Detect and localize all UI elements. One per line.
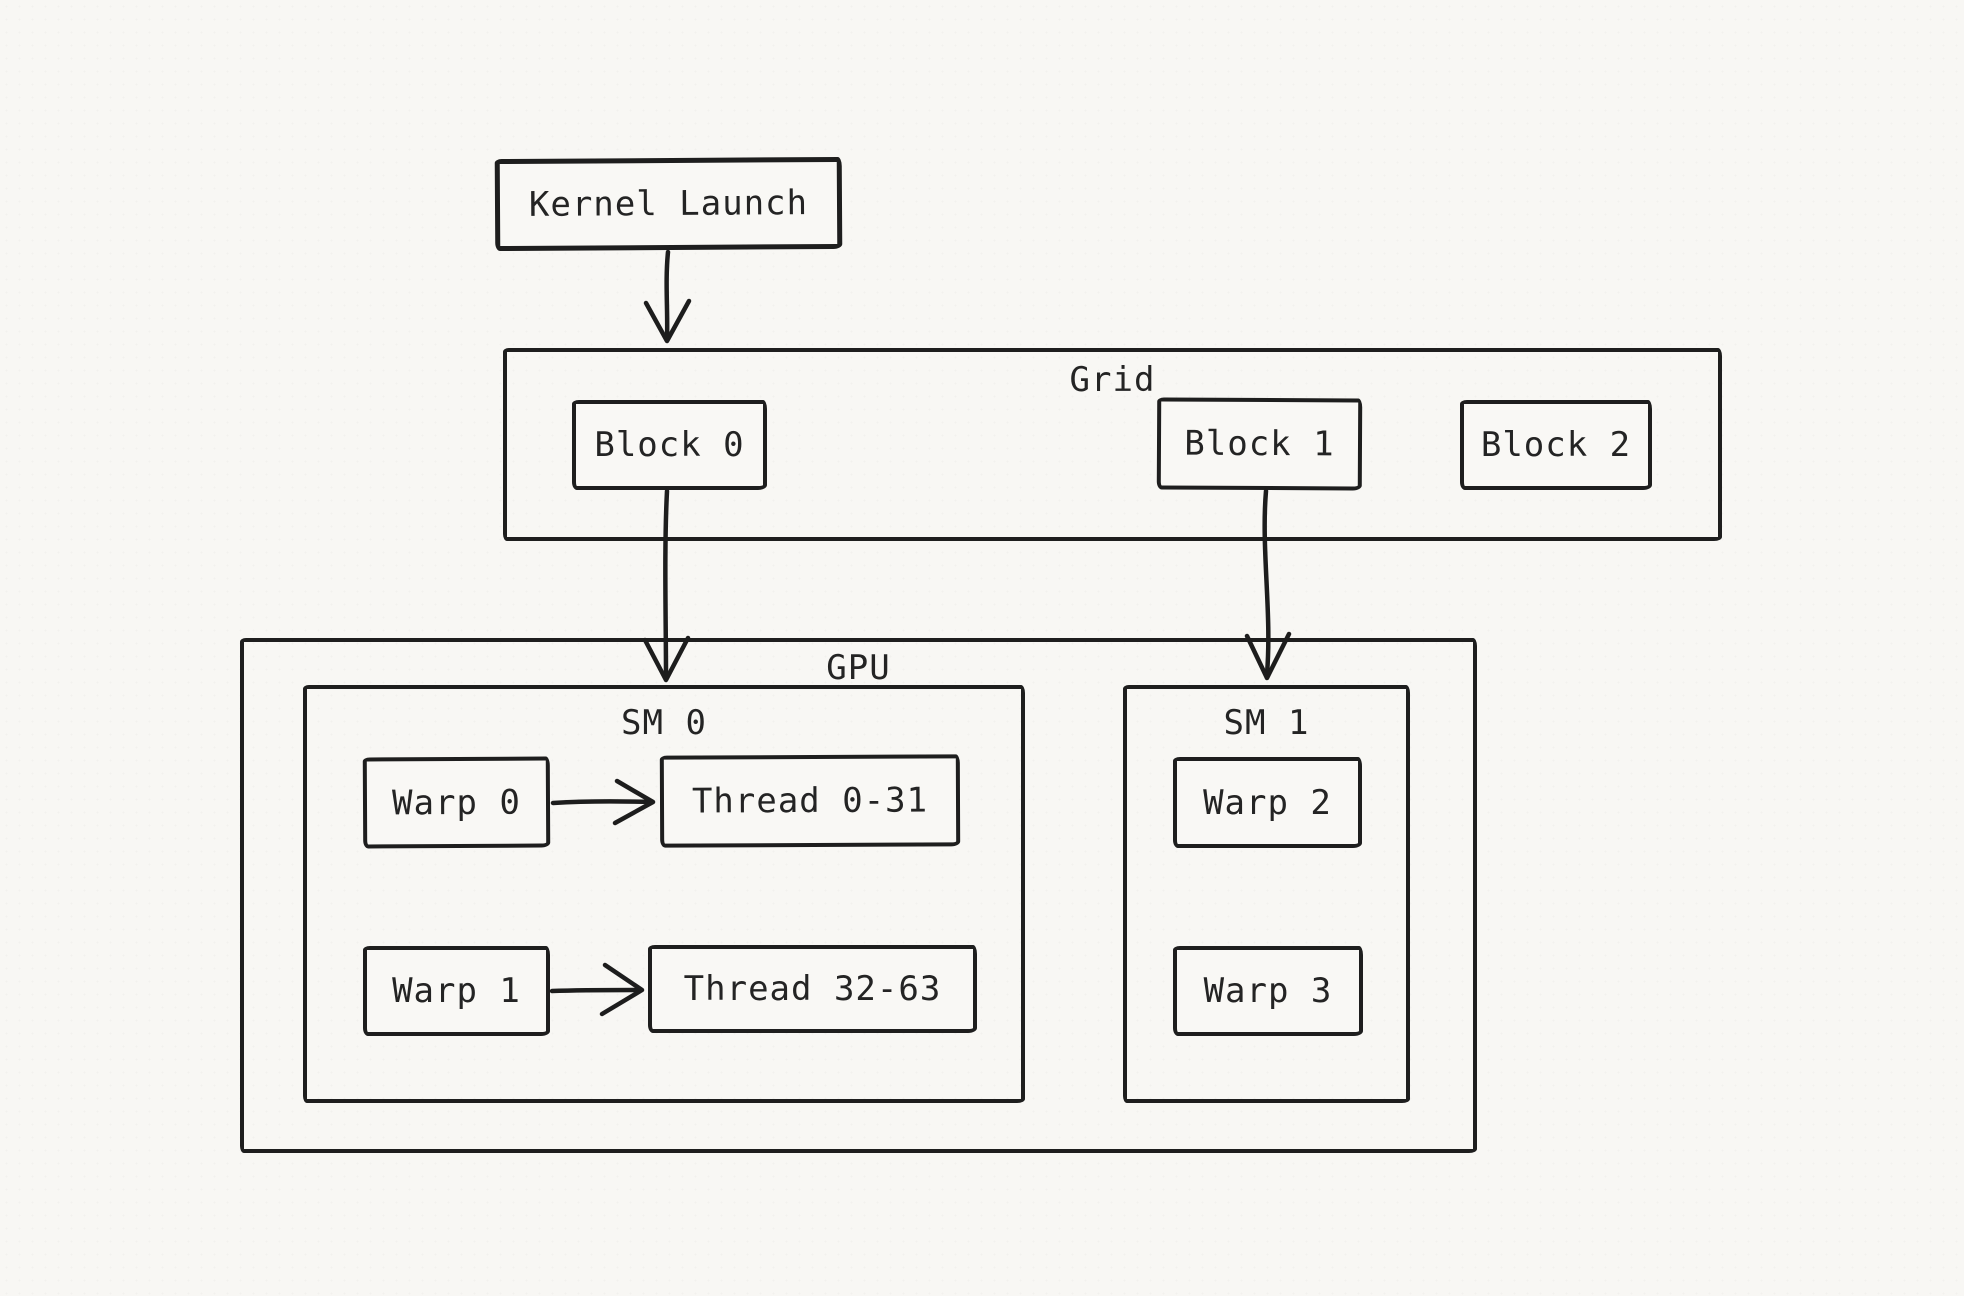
gpu-container: GPU SM 0 Warp 0 Thread 0-31 Warp 1 Threa… bbox=[240, 638, 1477, 1153]
thread-32-63-label: Thread 32-63 bbox=[683, 969, 942, 1009]
sm-0-container: SM 0 Warp 0 Thread 0-31 Warp 1 Thread 32… bbox=[303, 685, 1025, 1103]
thread-32-63-box: Thread 32-63 bbox=[648, 945, 977, 1033]
sm-0-label: SM 0 bbox=[621, 703, 707, 743]
warp-2-box: Warp 2 bbox=[1173, 757, 1362, 848]
warp-1-label: Warp 1 bbox=[392, 971, 521, 1011]
warp-0-label: Warp 0 bbox=[391, 782, 522, 823]
sm-1-label: SM 1 bbox=[1223, 703, 1310, 743]
sm-1-container: SM 1 Warp 2 Warp 3 bbox=[1123, 685, 1410, 1103]
grid-container: Grid Block 0 Block 1 Block 2 bbox=[503, 348, 1722, 541]
block-1-box: Block 1 bbox=[1156, 397, 1363, 491]
grid-label: Grid bbox=[1069, 360, 1156, 400]
warp-3-box: Warp 3 bbox=[1173, 946, 1363, 1036]
warp-0-box: Warp 0 bbox=[362, 756, 551, 849]
kernel-launch-box: Kernel Launch bbox=[494, 156, 843, 252]
warp-3-label: Warp 3 bbox=[1203, 971, 1333, 1011]
block-2-box: Block 2 bbox=[1460, 400, 1652, 490]
warp-2-label: Warp 2 bbox=[1203, 782, 1332, 823]
gpu-label: GPU bbox=[826, 648, 891, 688]
thread-0-31-label: Thread 0-31 bbox=[691, 780, 929, 822]
arrow-kernel-to-grid bbox=[643, 249, 692, 344]
block-2-label: Block 2 bbox=[1480, 425, 1632, 465]
thread-0-31-box: Thread 0-31 bbox=[659, 754, 961, 848]
block-0-box: Block 0 bbox=[572, 400, 767, 490]
warp-1-box: Warp 1 bbox=[363, 946, 550, 1036]
kernel-launch-label: Kernel Launch bbox=[528, 183, 809, 225]
block-1-label: Block 1 bbox=[1184, 423, 1335, 465]
block-0-label: Block 0 bbox=[594, 425, 745, 465]
